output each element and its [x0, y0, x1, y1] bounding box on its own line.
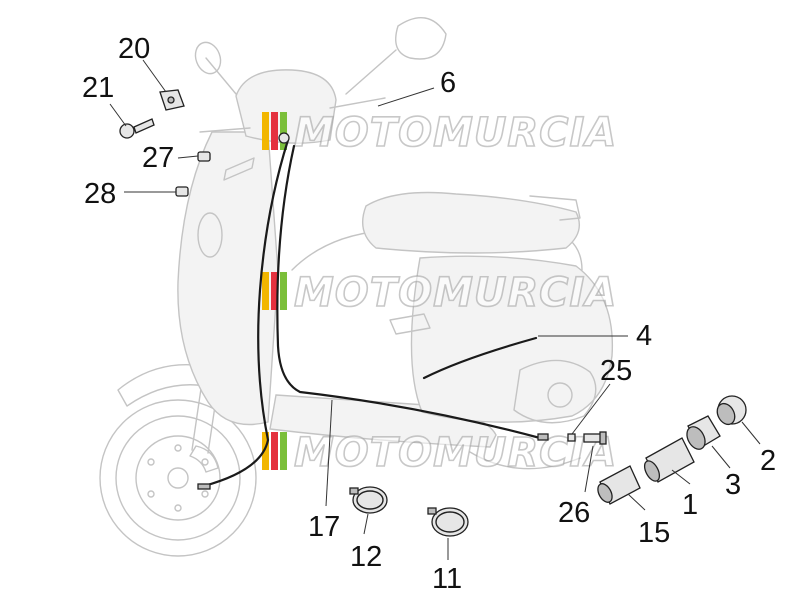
part-clip-27 — [197, 151, 211, 162]
part-clamp-12 — [349, 486, 388, 514]
part-number-6: 6 — [440, 67, 456, 99]
leg-shield — [177, 131, 279, 426]
cvt-cover — [513, 359, 597, 424]
cable-end-fitting — [537, 433, 549, 441]
cvt-hub — [547, 382, 573, 408]
rear-wheel-hint — [469, 451, 581, 470]
rear-rack — [529, 195, 581, 221]
watermark-stripe — [262, 432, 269, 470]
part-number-2: 2 — [760, 445, 776, 477]
watermark-stripe — [280, 112, 287, 150]
watermark-stripe — [271, 272, 278, 310]
scooter-outline — [99, 17, 614, 557]
front-badge — [223, 157, 255, 181]
part-clamp-11 — [427, 507, 469, 537]
watermark-middle: MOTOMURCIA — [262, 269, 617, 317]
watermark-text: MOTOMURCIA — [294, 430, 617, 476]
left-mirror-stem — [205, 57, 237, 95]
headset — [235, 69, 337, 144]
watermark-top: MOTOMURCIA — [262, 109, 617, 157]
part-number-11: 11 — [432, 563, 462, 595]
cable-end-fitting — [197, 483, 211, 490]
watermark-stripe — [262, 272, 269, 310]
part-sleeve-15 — [597, 465, 641, 505]
part-number-28: 28 — [84, 178, 116, 210]
disc-holes — [147, 444, 209, 512]
part-nut-25 — [567, 433, 576, 442]
front-tire — [99, 399, 257, 557]
horn-grille — [197, 212, 223, 258]
part-cap-2 — [716, 395, 747, 426]
part-number-27: 27 — [142, 142, 174, 174]
cable-throttle — [276, 144, 542, 440]
watermark-bottom: MOTOMURCIA — [262, 429, 617, 477]
right-mirror-stem — [345, 49, 397, 95]
wheel-hub — [167, 467, 189, 489]
seat — [362, 191, 580, 254]
brake-caliper — [189, 445, 219, 473]
watermark-text: MOTOMURCIA — [294, 270, 617, 316]
part-number-20: 20 — [118, 33, 150, 65]
watermark-stripe — [262, 112, 269, 150]
part-number-labels: 20 21 27 28 6 4 25 2 3 1 26 15 17 12 11 — [82, 33, 776, 595]
part-bolt-26 — [583, 431, 607, 445]
watermark-stripe — [271, 112, 278, 150]
part-number-15: 15 — [638, 517, 670, 549]
left-mirror — [194, 41, 222, 75]
right-mirror — [395, 17, 447, 60]
part-number-3: 3 — [725, 469, 741, 501]
part-ring-3 — [686, 415, 721, 450]
part-tube-1 — [643, 437, 695, 483]
cable-short-4 — [422, 336, 538, 380]
part-number-1: 1 — [682, 489, 698, 521]
cable-end-fitting — [278, 132, 290, 144]
part-number-4: 4 — [636, 320, 652, 352]
part-clip-28 — [175, 186, 189, 197]
part-number-26: 26 — [558, 497, 590, 529]
cables — [197, 132, 549, 490]
watermark-stripe — [280, 432, 287, 470]
glovebox-latch — [389, 313, 431, 335]
part-number-21: 21 — [82, 72, 114, 104]
part-number-17: 17 — [308, 511, 340, 543]
brake-disc — [135, 435, 221, 521]
watermark-stripe — [271, 432, 278, 470]
part-clip-nut-20 — [159, 89, 185, 111]
leader-lines — [109, 59, 761, 560]
cable-speedometer — [202, 138, 290, 488]
watermark-text: MOTOMURCIA — [294, 110, 617, 156]
handlebar-grips — [199, 97, 386, 133]
watermark-stripe — [280, 272, 287, 310]
part-number-25: 25 — [600, 355, 632, 387]
part-number-12: 12 — [350, 541, 382, 573]
part-screw-21 — [119, 118, 155, 139]
front-rim — [115, 415, 241, 541]
